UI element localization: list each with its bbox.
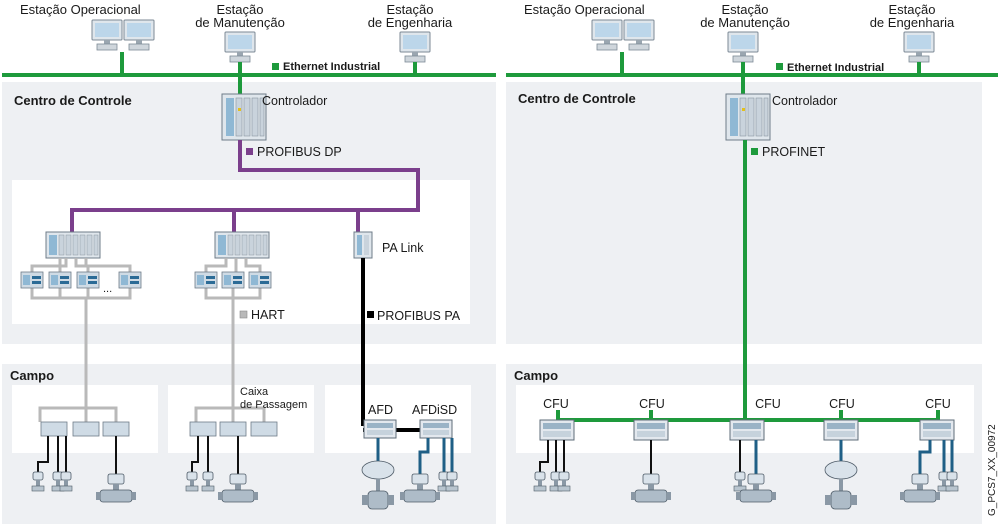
profibus-dp-bus [70,140,420,232]
cfu-1-icon [539,419,575,441]
io-module-2-icon [48,271,72,289]
controller-right-icon [725,93,771,141]
profinet-label: PROFINET [762,145,826,159]
ethernet-label-right: Ethernet Industrial [787,62,884,74]
terminal-box-5-icon [219,421,247,437]
ethernet-bus [2,52,496,96]
field-subpanel-3 [325,385,471,453]
controller-label-right: Controlador [772,94,837,108]
terminal-box-2-icon [72,421,100,437]
profibus-dp-marker [246,148,253,155]
pa-link-icon [353,231,373,259]
afdisd-label: AFDiSD [412,403,457,417]
field-label-right: Campo [514,368,558,383]
io-module-3-icon [76,271,100,289]
remote-io-rack-1-icon [45,231,101,259]
afd-label: AFD [368,403,393,417]
engineering-station-label-right-1: Estação [889,2,936,17]
terminal-box-6-icon [250,421,278,437]
operator-monitor-3-icon [591,19,623,51]
cfu-5-icon [919,419,955,441]
maintenance-station-label-1: Estação [217,2,264,17]
afdisd-icon [419,419,453,439]
maintenance-station-label-right-2: de Manutenção [700,15,790,30]
io-module-4-icon [118,271,142,289]
control-center-label-right: Centro de Controle [518,91,636,106]
ethernet-bus-right [506,52,998,96]
operator-monitor-4-icon [623,19,655,51]
field-wiring-left [37,436,239,478]
maintenance-station-label-2: de Manutenção [195,15,285,30]
io-module-5-icon [194,271,218,289]
cfu-4-icon [823,419,859,441]
io-ellipsis: ... [103,283,112,295]
cfu-2-icon [633,419,669,441]
afd-icon [363,419,397,439]
engineering-monitor-right-icon [903,31,935,63]
profibus-pa-marker [367,311,374,318]
junction-box-label-1: Caixa [240,386,269,398]
cfu-3-icon [729,419,765,441]
figure-id: G_PCS7_XX_00972 [987,424,998,516]
field-subpanel-2 [168,385,314,453]
maintenance-station-label-right-1: Estação [722,2,769,17]
left-architecture: Estação Operacional Estação de Manutençã… [2,2,496,524]
maintenance-monitor-icon [224,31,256,63]
terminal-box-1-icon [40,421,68,437]
io-module-6-icon [221,271,245,289]
cfu-label-4: CFU [829,397,855,411]
cfu-label-1: CFU [543,397,569,411]
profibus-dp-label: PROFIBUS DP [257,145,342,159]
operator-monitor-1-icon [91,19,123,51]
cfu-label-2: CFU [639,397,665,411]
profibus-pa-label: PROFIBUS PA [377,309,461,323]
controller-icon [221,93,267,141]
terminal-box-4-icon [189,421,217,437]
pa-link-label: PA Link [382,241,424,255]
engineering-station-label-2: de Engenharia [368,15,453,30]
remote-io-rack-2-icon [214,231,270,259]
engineering-monitor-icon [399,31,431,63]
io-module-1-icon [20,271,44,289]
cfu-label-3: CFU [755,397,781,411]
ethernet-marker-right [776,63,783,70]
operator-monitor-2-icon [123,19,155,51]
control-center-label: Centro de Controle [14,93,132,108]
terminal-box-3-icon [102,421,130,437]
controller-label: Controlador [262,94,327,108]
cfu-label-5: CFU [925,397,951,411]
pa-spur-wiring [376,438,454,478]
ethernet-label: Ethernet Industrial [283,61,380,73]
engineering-station-label-right-2: de Engenharia [870,15,955,30]
right-architecture: Estação Operacional Estação de Manutençã… [506,2,998,524]
engineering-station-label-1: Estação [387,2,434,17]
operator-station-label: Estação Operacional [20,2,141,17]
hart-label: HART [251,308,285,322]
profinet-marker [751,148,758,155]
hart-marker [239,310,248,319]
junction-box-label-2: de Passagem [240,399,307,411]
field-label-left: Campo [10,368,54,383]
operator-station-label-right: Estação Operacional [524,2,645,17]
ethernet-marker [272,63,279,70]
hart-wiring [30,258,266,422]
io-module-7-icon [248,271,272,289]
maintenance-monitor-right-icon [727,31,759,63]
